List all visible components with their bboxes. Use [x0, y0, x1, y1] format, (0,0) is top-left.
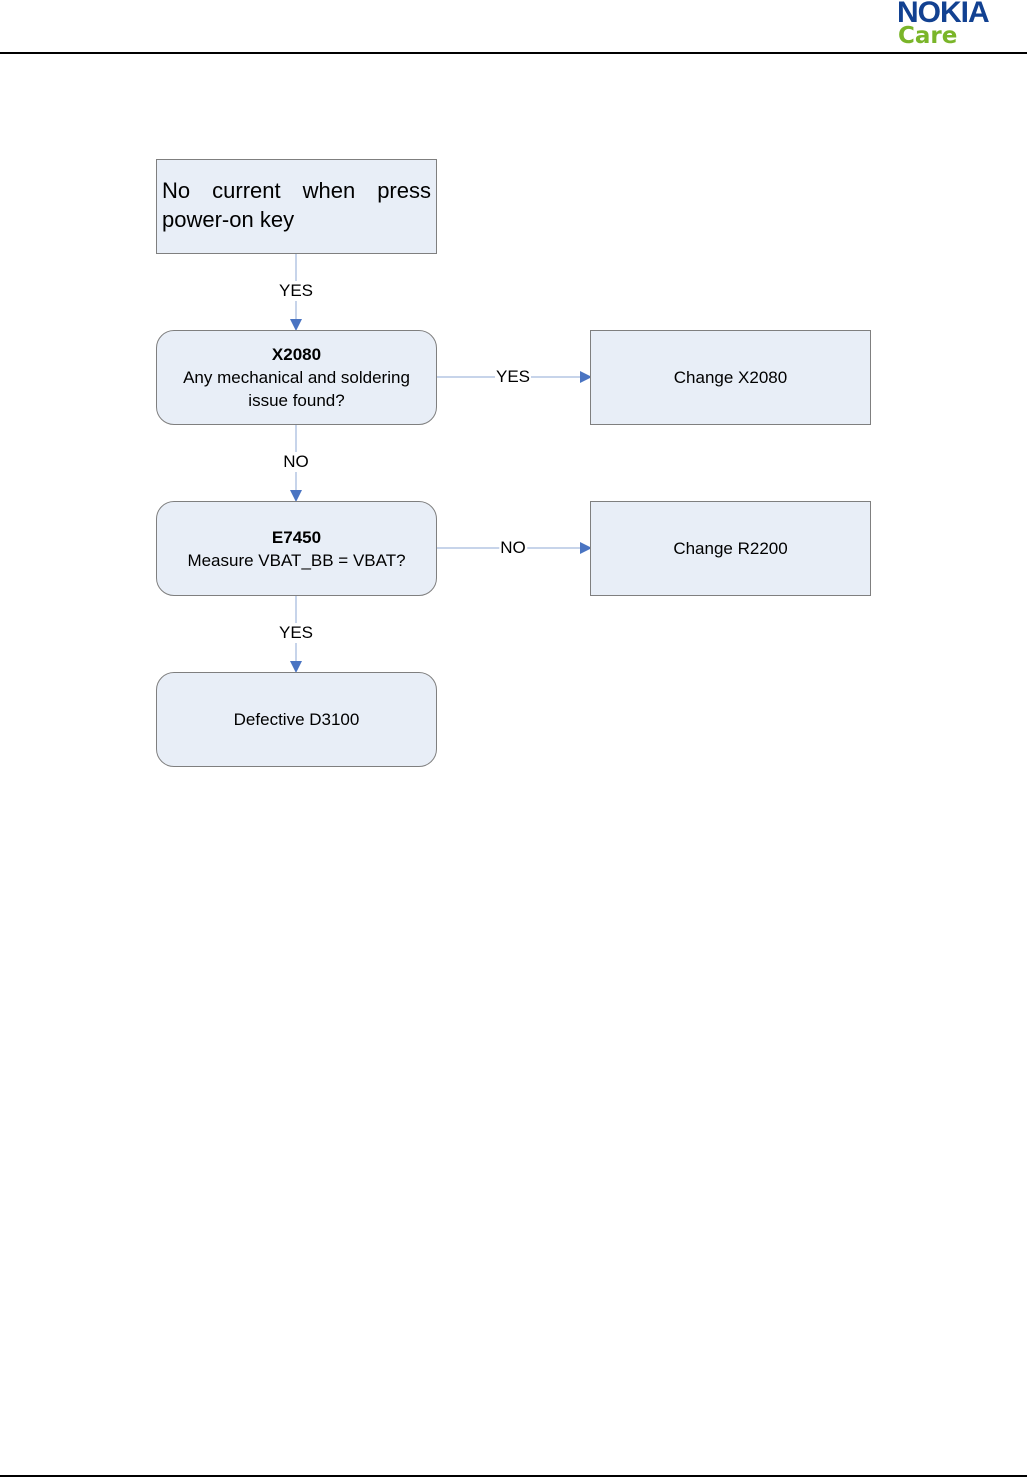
footer-rule [0, 1475, 1027, 1477]
edge-label-e7450-to-defective: YES [277, 623, 315, 643]
edge-label-x2080-to-e7450: NO [282, 452, 310, 472]
node-change-r2200: Change R2200 [590, 501, 871, 596]
node-start: No current when press power-on key [156, 159, 437, 254]
header-rule [0, 52, 1027, 54]
node-x2080: X2080 Any mechanical and soldering issue… [156, 330, 437, 425]
node-change-x2080-text: Change X2080 [673, 368, 788, 387]
logo-brand-text: NOKIA [897, 0, 990, 29]
node-change-r2200-text: Change R2200 [673, 539, 788, 558]
node-x2080-title: X2080 [271, 345, 322, 364]
node-defective: Defective D3100 [156, 672, 437, 767]
node-defective-text: Defective D3100 [233, 710, 360, 729]
edge-label-start-to-x2080: YES [277, 281, 315, 301]
node-e7450-title: E7450 [271, 527, 322, 547]
node-x2080-text: Any mechanical and soldering issue found… [183, 368, 410, 410]
logo-sub-text: Care [898, 23, 958, 49]
node-e7450: E7450 Measure VBAT_BB = VBAT? [156, 501, 437, 596]
node-start-text: No current when press power-on key [162, 178, 431, 232]
node-e7450-text: Measure VBAT_BB = VBAT? [187, 550, 406, 570]
nokia-care-logo: NOKIA Care [895, 0, 1027, 52]
node-change-x2080: Change X2080 [590, 330, 871, 425]
edge-label-x2080-to-change: YES [494, 367, 532, 387]
edge-label-e7450-to-change: NO [499, 538, 527, 558]
